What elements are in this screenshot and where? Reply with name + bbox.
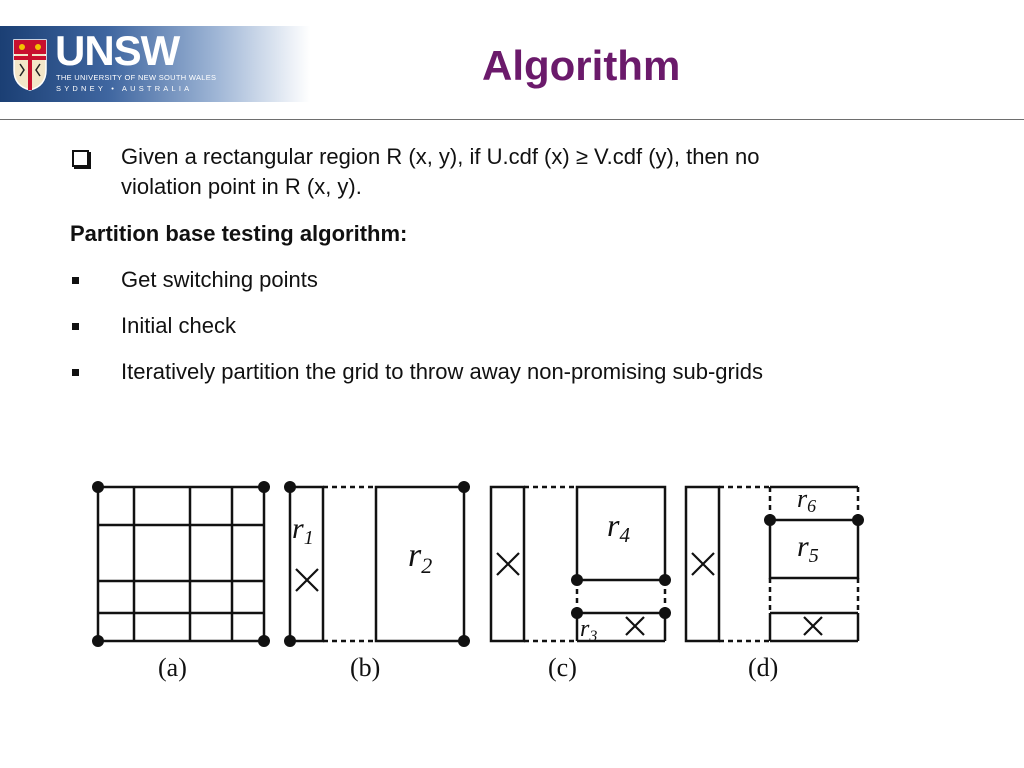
header-divider <box>0 119 1024 120</box>
page-title: Algorithm <box>482 42 681 89</box>
region-label-r5: r5 <box>797 530 819 567</box>
cross-marks <box>295 552 823 636</box>
panel-b <box>288 485 466 643</box>
panel-label-c: (c) <box>548 653 577 682</box>
section-heading: Partition base testing algorithm: <box>70 221 408 246</box>
logo-location: SYDNEY • AUSTRALIA <box>56 84 193 93</box>
cross-icon <box>295 568 319 592</box>
switching-points <box>92 481 864 647</box>
region-label-r1: r1 <box>292 512 314 549</box>
step-3: Iteratively partition the grid to throw … <box>121 359 763 384</box>
panel-label-d: (d) <box>748 653 778 682</box>
region-label-r3: r3 <box>580 616 597 645</box>
panel-label-b: (b) <box>350 653 380 682</box>
panel-c <box>489 485 667 643</box>
region-label-r6: r6 <box>797 484 816 516</box>
cross-icon <box>691 552 715 576</box>
panel-d <box>684 485 860 643</box>
region-label-r4: r4 <box>607 507 630 547</box>
cross-icon <box>803 616 823 636</box>
panel-label-a: (a) <box>158 653 187 682</box>
step-1: Get switching points <box>121 267 318 292</box>
bullet1-line2: violation point in R (x, y). <box>121 174 362 199</box>
logo-name: UNSW <box>55 27 180 74</box>
checkbox-bullet-icon <box>72 150 89 167</box>
step-2: Initial check <box>121 313 236 338</box>
panel-a-grid <box>96 485 266 643</box>
square-bullet-icon <box>72 369 79 376</box>
logo-subtitle: THE UNIVERSITY OF NEW SOUTH WALES <box>56 73 217 82</box>
crest-icon <box>13 39 47 91</box>
bullet1-line1: Given a rectangular region R (x, y), if … <box>121 144 760 169</box>
logo-band <box>0 26 310 102</box>
square-bullet-icon <box>72 277 79 284</box>
cross-icon <box>496 552 520 576</box>
cross-icon <box>625 616 645 636</box>
region-label-r2: r2 <box>408 537 432 578</box>
partition-figure: r1 r2 r3 r4 r5 r6 (a) (b) (c) (d) <box>92 481 864 682</box>
square-bullet-icon <box>72 323 79 330</box>
